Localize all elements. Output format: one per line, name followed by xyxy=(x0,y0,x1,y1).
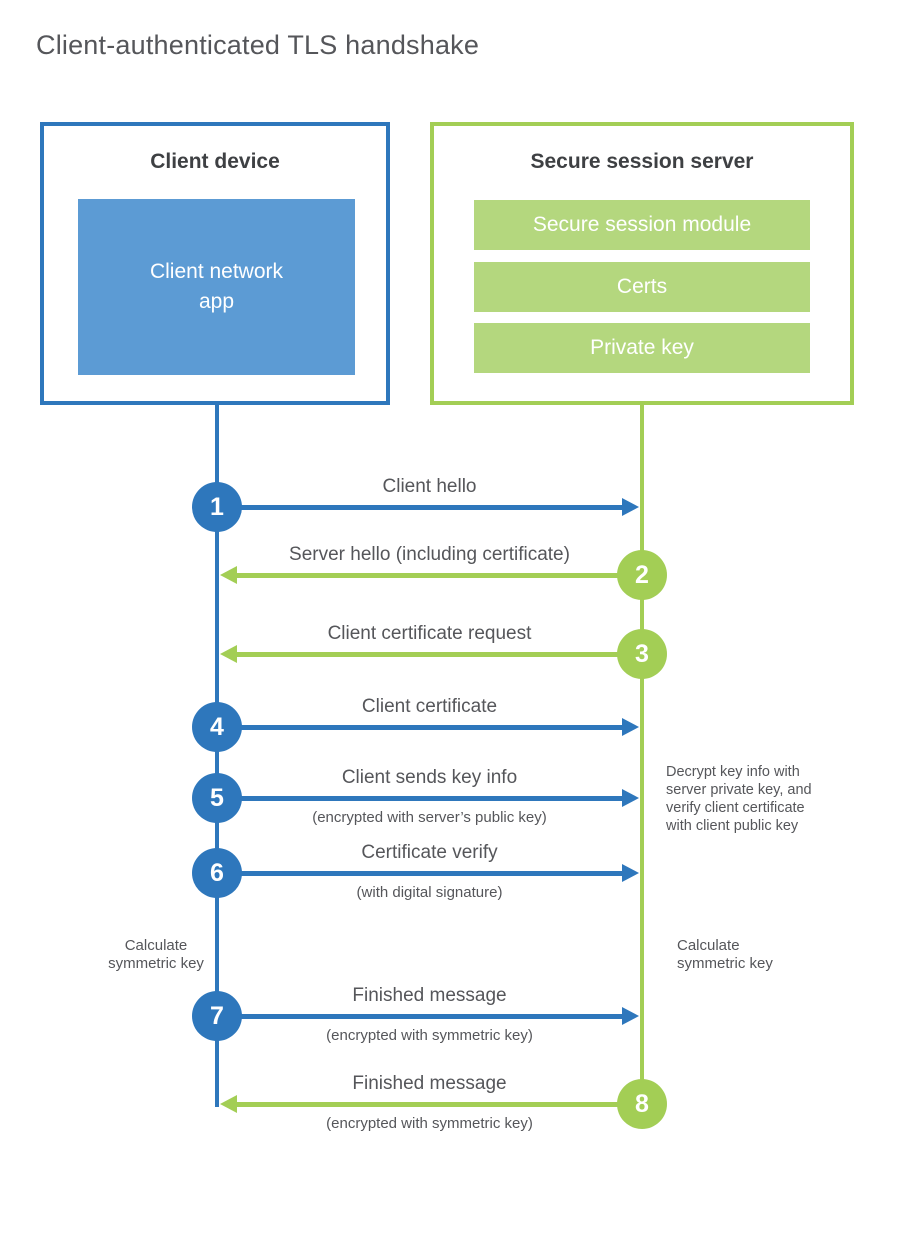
note-decrypt-key-info: Decrypt key info with server private key… xyxy=(666,764,812,834)
arrow-server-to-client xyxy=(220,566,642,584)
arrow-server-to-client xyxy=(220,1095,642,1113)
message-label: Client certificate request xyxy=(327,623,532,644)
arrow-client-to-server xyxy=(217,789,639,807)
client-device-title: Client device xyxy=(150,150,280,173)
client-lifeline xyxy=(215,405,219,1107)
step-number-badge: 1 xyxy=(192,482,242,532)
client-network-app-box: Client network app xyxy=(78,199,355,375)
message-label: Client certificate xyxy=(361,696,498,717)
message-label: Client sends key info xyxy=(341,767,518,788)
server-private-key-bar: Private key xyxy=(474,323,810,373)
arrow-client-to-server xyxy=(217,498,639,516)
message-sublabel: (encrypted with server’s public key) xyxy=(312,809,547,826)
message-label: Server hello (including certificate) xyxy=(289,544,570,565)
server-certs-label: Certs xyxy=(616,275,668,298)
arrow-server-to-client xyxy=(220,645,642,663)
step-number-badge: 4 xyxy=(192,702,242,752)
message-label: Finished message xyxy=(352,1073,507,1094)
arrow-client-to-server xyxy=(217,718,639,736)
note-calculate-symmetric-key-client: Calculate symmetric key xyxy=(108,937,204,972)
server-certs-bar: Certs xyxy=(474,262,810,312)
server-module-label: Secure session module xyxy=(532,213,752,236)
page-title: Client-authenticated TLS handshake xyxy=(36,30,480,60)
server-module-bar: Secure session module xyxy=(474,200,810,250)
step-number-badge: 3 xyxy=(617,629,667,679)
message-sublabel: (with digital signature) xyxy=(356,884,503,901)
step-number-badge: 5 xyxy=(192,773,242,823)
server-lifeline xyxy=(640,405,644,1107)
step-number-badge: 8 xyxy=(617,1079,667,1129)
note-calculate-symmetric-key-server: Calculate symmetric key xyxy=(677,937,773,972)
message-label: Finished message xyxy=(352,985,507,1006)
message-label: Certificate verify xyxy=(361,842,498,863)
step-number-badge: 2 xyxy=(617,550,667,600)
message-label: Client hello xyxy=(382,476,477,497)
arrow-client-to-server xyxy=(217,864,639,882)
arrow-client-to-server xyxy=(217,1007,639,1025)
message-sublabel: (encrypted with symmetric key) xyxy=(326,1027,533,1044)
server-private-key-label: Private key xyxy=(590,336,694,359)
message-sublabel: (encrypted with symmetric key) xyxy=(326,1115,533,1132)
secure-session-server-title: Secure session server xyxy=(530,150,754,173)
step-number-badge: 6 xyxy=(192,848,242,898)
step-number-badge: 7 xyxy=(192,991,242,1041)
client-network-app-label: Client network app xyxy=(149,259,284,313)
